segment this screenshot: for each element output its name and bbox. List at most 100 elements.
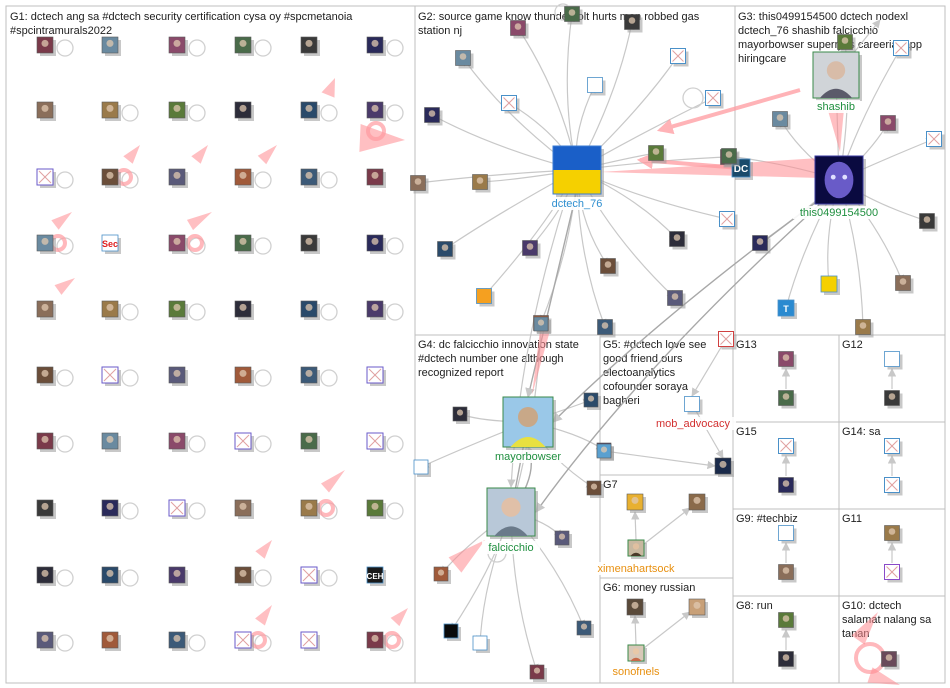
g4-node-12[interactable] xyxy=(533,316,551,334)
g1-node-43[interactable] xyxy=(36,499,56,519)
node-label-mayorbowser[interactable]: mayorbowser xyxy=(495,451,561,463)
g1-node-20[interactable]: Sec xyxy=(101,234,121,254)
g1-node-27[interactable] xyxy=(168,300,188,320)
g3-node-4[interactable] xyxy=(721,148,740,167)
g8-node-2[interactable] xyxy=(778,651,797,670)
g7-node-1[interactable] xyxy=(626,493,646,513)
g1-node-40[interactable] xyxy=(234,432,254,452)
g1-node-14[interactable] xyxy=(101,168,121,188)
g14-node-1[interactable] xyxy=(884,438,903,457)
g3-node-6[interactable] xyxy=(752,235,771,254)
g4-hub-falcicchio[interactable] xyxy=(486,487,538,539)
g3-node-8[interactable] xyxy=(895,275,914,294)
g2-node-3[interactable] xyxy=(564,6,583,25)
g1-node-50[interactable] xyxy=(101,566,121,586)
g1-node-7[interactable] xyxy=(36,101,56,121)
g2-node-6[interactable] xyxy=(501,95,520,114)
g1-node-31[interactable] xyxy=(36,366,56,386)
g1-node-9[interactable] xyxy=(168,101,188,121)
g1-node-30[interactable] xyxy=(366,300,386,320)
g11-node-1[interactable] xyxy=(884,525,903,544)
g9-node-1[interactable] xyxy=(778,525,797,544)
g1-node-11[interactable] xyxy=(300,101,320,121)
g2-node-14[interactable] xyxy=(669,231,688,250)
g2-node-2[interactable] xyxy=(510,20,529,39)
g1-node-22[interactable] xyxy=(234,234,254,254)
g4-node-7[interactable] xyxy=(433,566,451,584)
g1-node-51[interactable] xyxy=(168,566,188,586)
g1-node-25[interactable] xyxy=(36,300,56,320)
node-label-mob-advocacy[interactable]: mob_advocacy xyxy=(656,418,730,430)
g2-node-16[interactable] xyxy=(522,240,541,259)
g6-node-2[interactable] xyxy=(688,598,708,618)
g2-node-7[interactable] xyxy=(587,77,606,96)
g3-node-5[interactable] xyxy=(919,213,938,232)
g1-node-24[interactable] xyxy=(366,234,386,254)
g10-node-1[interactable] xyxy=(881,651,900,670)
g4-node-9[interactable] xyxy=(472,635,490,653)
g1-node-1[interactable] xyxy=(36,36,56,56)
g5-node-1[interactable] xyxy=(718,331,737,350)
g1-node-6[interactable] xyxy=(366,36,386,56)
node-label-sonofnels[interactable]: sonofnels xyxy=(612,666,660,678)
g12-node-1[interactable] xyxy=(884,351,903,370)
g1-node-36[interactable] xyxy=(366,366,386,386)
g1-node-42[interactable] xyxy=(366,432,386,452)
g1-node-21[interactable] xyxy=(168,234,188,254)
g13-node-1[interactable] xyxy=(778,351,797,370)
g2-node-4[interactable] xyxy=(624,14,643,33)
g4-node-8[interactable] xyxy=(443,623,461,641)
g1-node-10[interactable] xyxy=(234,101,254,121)
g1-node-4[interactable] xyxy=(234,36,254,56)
g4-node-11[interactable] xyxy=(529,664,547,682)
g7-node-2[interactable] xyxy=(688,493,708,513)
g1-node-18[interactable] xyxy=(366,168,386,188)
g4-node-1[interactable] xyxy=(452,406,470,424)
g1-node-53[interactable] xyxy=(300,566,320,586)
g4-hub-mayorbowser[interactable] xyxy=(502,396,556,450)
g4-node-6[interactable] xyxy=(554,530,572,548)
node-label-shashib[interactable]: shashib xyxy=(817,101,855,113)
g3-hub-this0499154500[interactable] xyxy=(814,155,866,207)
g2-node-21[interactable] xyxy=(597,319,616,338)
g7-node-ximenahartsock[interactable] xyxy=(627,539,647,559)
g6-node-1[interactable] xyxy=(626,598,646,618)
g2-node-17[interactable] xyxy=(600,258,619,277)
g5-node-2[interactable] xyxy=(684,396,703,415)
node-label-falcicchio[interactable]: falcicchio xyxy=(488,542,533,554)
g1-node-2[interactable] xyxy=(101,36,121,56)
g3-node-11[interactable] xyxy=(893,40,912,59)
g4-node-3[interactable] xyxy=(413,459,431,477)
g6-node-sonofnels[interactable] xyxy=(627,644,647,664)
g1-node-23[interactable] xyxy=(300,234,320,254)
g1-node-35[interactable] xyxy=(300,366,320,386)
g8-node-1[interactable] xyxy=(778,612,797,631)
g4-node-2[interactable] xyxy=(583,392,601,410)
g2-node-8[interactable] xyxy=(670,48,689,67)
g3-node-2[interactable] xyxy=(880,115,899,134)
g1-node-38[interactable] xyxy=(101,432,121,452)
g12-node-2[interactable] xyxy=(884,390,903,409)
g2-node-11[interactable] xyxy=(472,174,491,193)
g1-node-3[interactable] xyxy=(168,36,188,56)
g1-node-19[interactable] xyxy=(36,234,56,254)
g11-node-2[interactable] xyxy=(884,564,903,583)
g3-node-dc[interactable]: DC xyxy=(731,158,753,180)
node-label-dctech-76[interactable]: dctech_76 xyxy=(552,198,603,210)
g1-node-16[interactable] xyxy=(234,168,254,188)
g1-node-17[interactable] xyxy=(300,168,320,188)
g1-node-41[interactable] xyxy=(300,432,320,452)
g2-node-13[interactable] xyxy=(719,211,738,230)
g1-node-55[interactable] xyxy=(36,631,56,651)
g2-hub-dctech-76[interactable] xyxy=(552,145,604,197)
g2-node-10[interactable] xyxy=(410,175,429,194)
g1-node-39[interactable] xyxy=(168,432,188,452)
g2-node-12[interactable] xyxy=(648,145,667,164)
g1-node-58[interactable] xyxy=(234,631,254,651)
g2-node-9[interactable] xyxy=(705,90,724,109)
g15-node-2[interactable] xyxy=(778,477,797,496)
g3-node-7[interactable] xyxy=(820,275,840,295)
g3-node-12[interactable] xyxy=(837,34,856,53)
g1-node-46[interactable] xyxy=(234,499,254,519)
g2-node-18[interactable] xyxy=(476,288,495,307)
